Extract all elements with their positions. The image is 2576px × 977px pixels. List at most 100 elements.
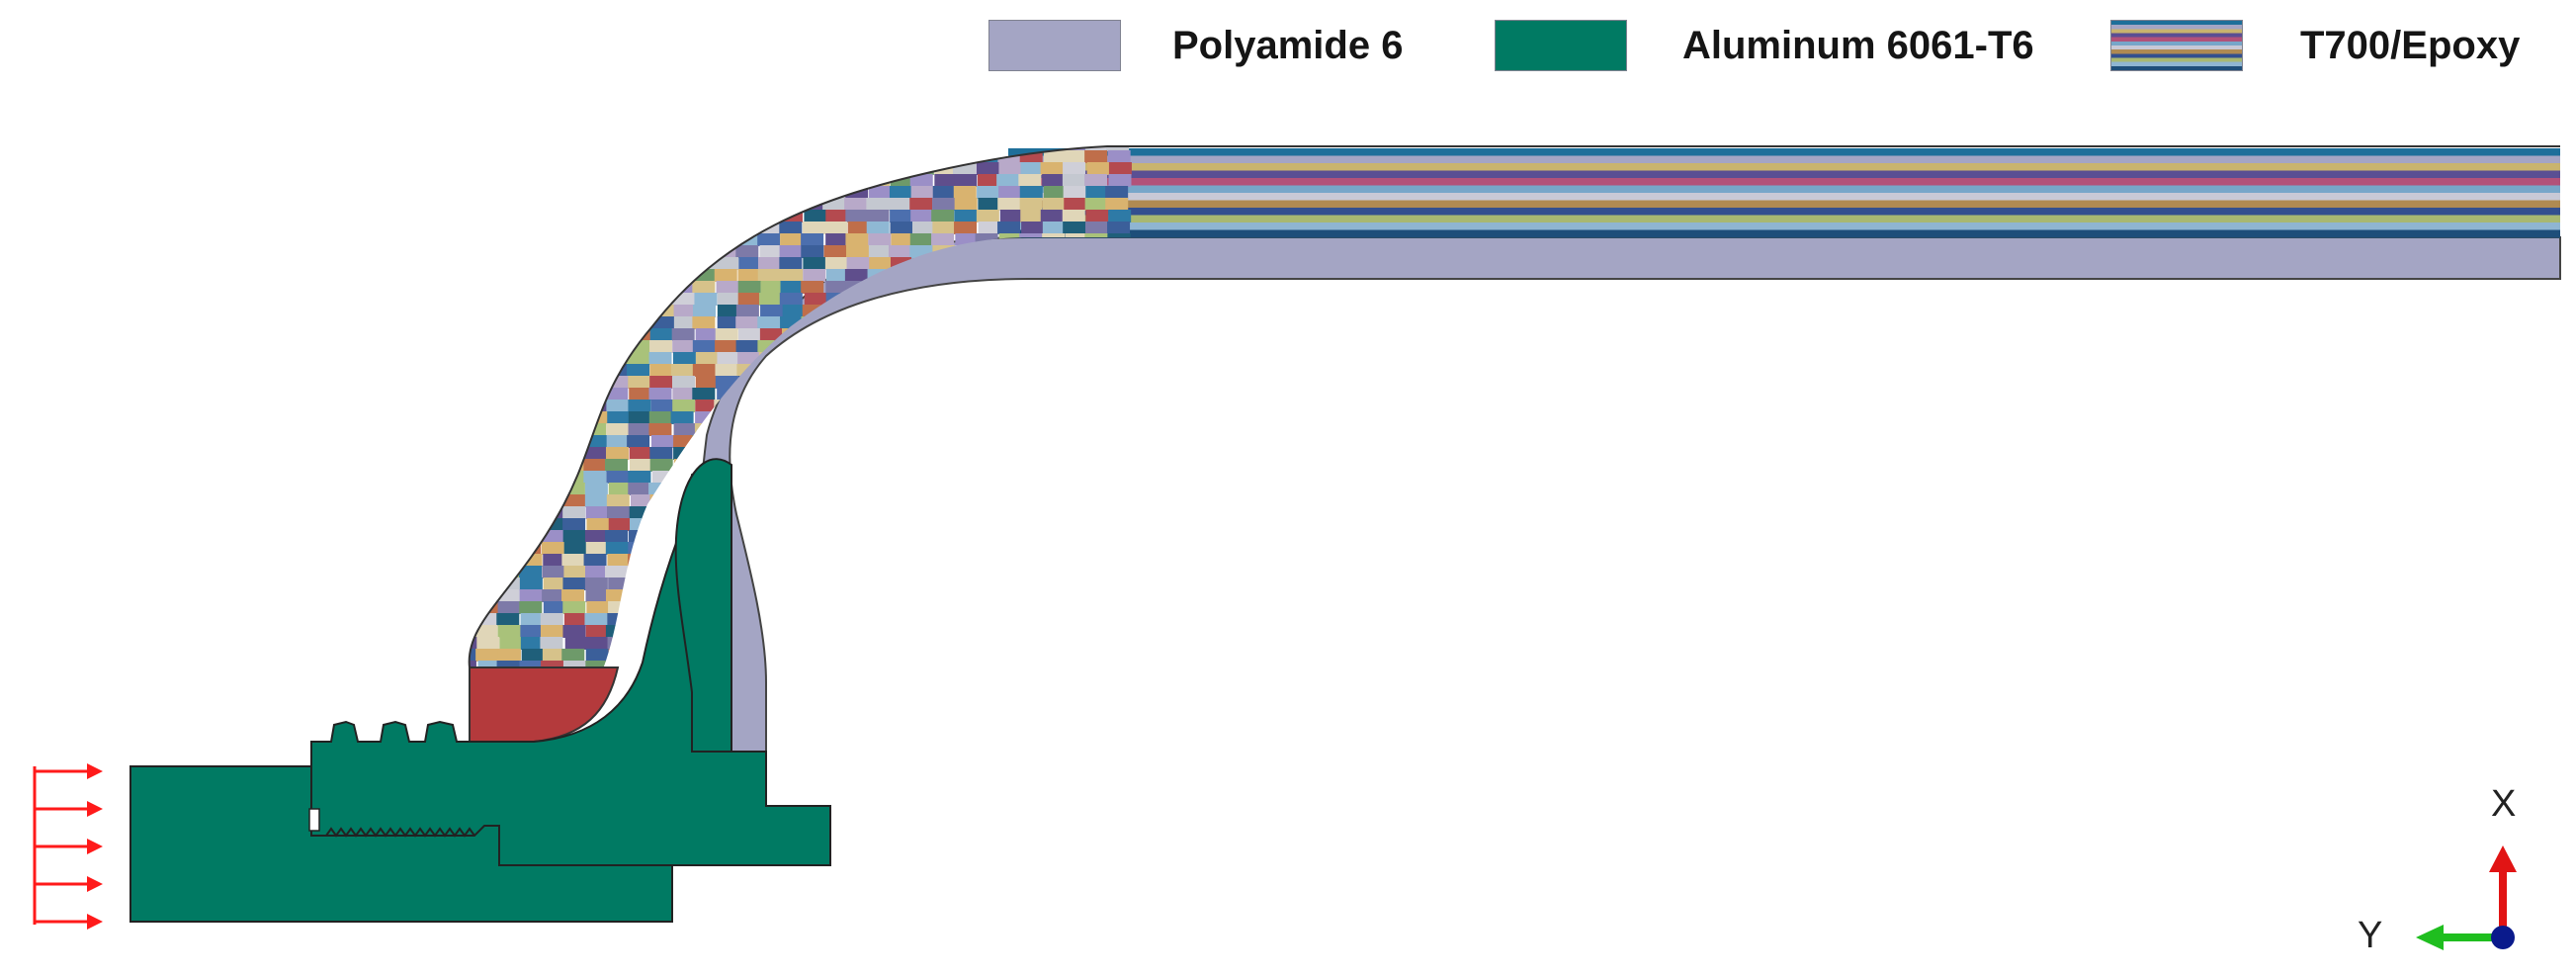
composite-tile xyxy=(844,388,868,400)
composite-tile xyxy=(801,245,824,258)
composite-tile xyxy=(692,305,716,317)
composite-tile xyxy=(474,577,498,590)
composite-tile xyxy=(978,625,1001,638)
composite-tile xyxy=(803,257,826,270)
composite-tile xyxy=(869,447,893,460)
composite-tile xyxy=(891,518,914,531)
composite-tile xyxy=(781,672,805,685)
composite-ply xyxy=(1008,200,2560,209)
composite-tile xyxy=(757,577,781,590)
composite-ply xyxy=(1008,229,2560,238)
composite-tile xyxy=(649,146,673,151)
load-arrowhead xyxy=(87,876,103,892)
composite-tile xyxy=(717,316,740,329)
composite-tile xyxy=(998,613,1022,626)
composite-tile xyxy=(1040,435,1064,448)
composite-tile xyxy=(845,210,869,222)
composite-tile xyxy=(477,269,501,282)
composite-tile xyxy=(606,423,630,436)
composite-tile xyxy=(563,566,587,578)
composite-tile xyxy=(717,352,740,365)
composite-tile xyxy=(585,352,609,365)
composite-tile xyxy=(803,364,826,377)
composite-tile xyxy=(977,388,1000,400)
composite-tile xyxy=(802,542,825,555)
composite-tile xyxy=(1106,542,1130,555)
composite-tile xyxy=(804,328,827,341)
composite-tile xyxy=(1108,613,1132,626)
composite-tile xyxy=(933,328,957,341)
composite-tile xyxy=(780,281,804,294)
composite-tile xyxy=(932,222,956,234)
composite-tile xyxy=(1040,162,1064,175)
composite-tile xyxy=(1042,566,1066,578)
composite-tile xyxy=(562,281,586,294)
composite-tile xyxy=(997,625,1021,638)
composite-tile xyxy=(672,376,696,389)
composite-tile xyxy=(519,518,543,531)
composite-tile xyxy=(649,530,673,543)
composite-tile xyxy=(758,400,782,412)
composite-tile xyxy=(978,400,1001,412)
composite-tile xyxy=(469,198,477,211)
composite-tile xyxy=(650,435,674,448)
composite-tile xyxy=(1108,506,1132,519)
composite-tile xyxy=(561,649,585,662)
composite-tile xyxy=(1021,400,1045,412)
composite-tile xyxy=(717,198,740,211)
composite-tile xyxy=(1020,162,1044,175)
composite-tile xyxy=(802,577,825,590)
composite-tile xyxy=(889,146,912,151)
composite-tile xyxy=(561,352,585,365)
composite-tile xyxy=(540,613,563,626)
composite-tile xyxy=(521,198,545,211)
composite-tile xyxy=(736,411,760,424)
composite-tile xyxy=(911,435,935,448)
composite-tile xyxy=(519,601,543,614)
composite-tile xyxy=(519,146,543,151)
composite-tile xyxy=(999,577,1023,590)
composite-tile xyxy=(542,210,565,222)
composite-tile xyxy=(715,328,738,341)
composite-tile xyxy=(824,364,848,377)
composite-tile xyxy=(1040,613,1064,626)
composite-tile xyxy=(1083,684,1107,697)
composite-tile xyxy=(955,625,979,638)
composite-tile xyxy=(1018,518,1042,531)
composite-tile xyxy=(542,245,565,258)
composite-tile xyxy=(651,245,675,258)
composite-tile xyxy=(822,589,846,602)
composite-tile xyxy=(1063,613,1086,626)
composite-tile xyxy=(824,530,848,543)
composite-tile xyxy=(996,684,1020,697)
composite-tile xyxy=(1019,435,1043,448)
composite-tile xyxy=(540,423,563,436)
composite-tile xyxy=(541,447,564,460)
composite-tile xyxy=(934,459,958,472)
composite-tile xyxy=(801,186,824,199)
composite-ply xyxy=(1008,148,2560,157)
composite-tile xyxy=(1085,146,1109,151)
composite-tile xyxy=(1106,732,1130,742)
composite-tile xyxy=(1042,720,1066,733)
composite-tile xyxy=(498,400,522,412)
composite-tile xyxy=(888,340,911,353)
composite-tile xyxy=(1085,328,1109,341)
composite-tile xyxy=(844,269,868,282)
composite-tile xyxy=(1019,649,1043,662)
composite-tile xyxy=(1086,696,1110,709)
composite-tile xyxy=(627,435,650,448)
composite-tile xyxy=(760,566,784,578)
composite-tile xyxy=(846,257,870,270)
composite-tile xyxy=(649,269,673,282)
composite-tile xyxy=(978,589,1001,602)
composite-tile xyxy=(891,613,914,626)
composite-tile xyxy=(802,411,825,424)
composite-tile xyxy=(757,198,781,211)
composite-tile xyxy=(1042,732,1066,742)
composite-tile xyxy=(803,352,826,365)
composite-tile xyxy=(801,708,824,721)
composite-tile xyxy=(1019,542,1043,555)
composite-tile xyxy=(866,732,890,742)
composite-tile xyxy=(779,364,803,377)
